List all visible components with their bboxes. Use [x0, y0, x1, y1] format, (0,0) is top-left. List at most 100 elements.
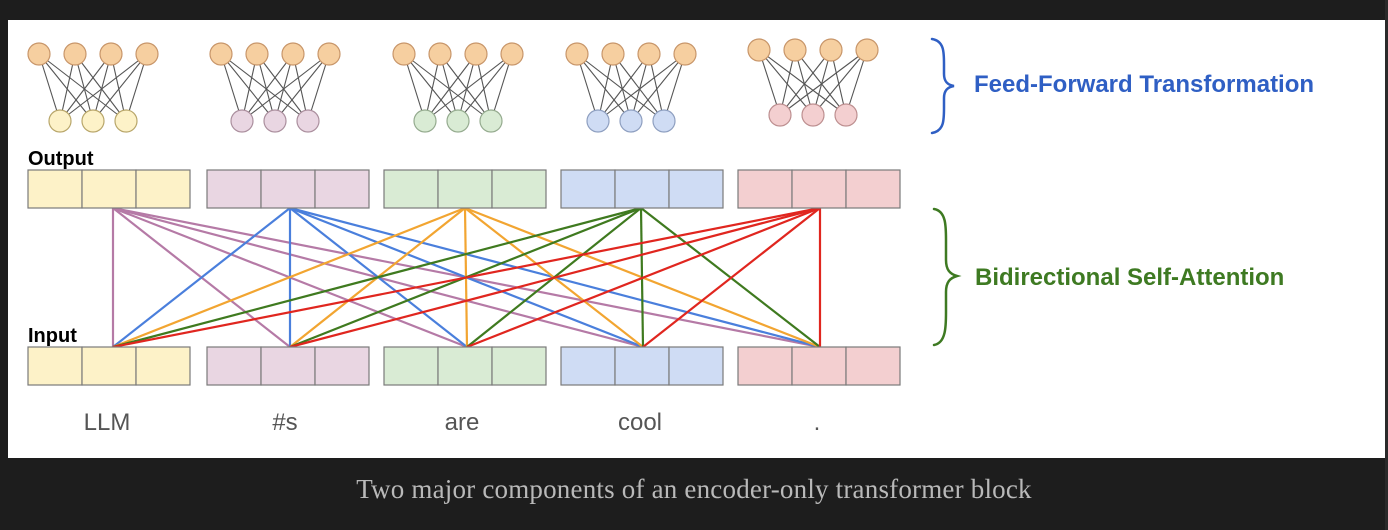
- token-label: LLM: [84, 409, 131, 436]
- ffn-1: [209, 42, 341, 133]
- ffn-connection: [597, 53, 686, 122]
- ffn-connection: [38, 53, 127, 122]
- attention-edge: [112, 206, 466, 349]
- ffn-connection: [576, 53, 665, 122]
- ffn-connection: [758, 49, 847, 116]
- ffn-connection: [424, 53, 477, 122]
- ffn-output-neuron: [819, 38, 843, 62]
- ffn-connection: [812, 49, 868, 116]
- ffn-connection: [597, 53, 650, 122]
- ffn-2: [392, 42, 524, 133]
- attention-edge: [289, 206, 821, 349]
- output-vector-cell: [845, 169, 901, 209]
- ffn-output-neuron: [63, 42, 87, 66]
- ffn-input-neuron: [619, 109, 643, 133]
- ffn-connection: [439, 53, 492, 122]
- token-label: cool: [618, 409, 662, 436]
- output-vector-cell: [437, 169, 493, 209]
- output-vector-cell: [206, 169, 262, 209]
- output-vector-cell: [260, 169, 316, 209]
- ffn-input-neuron: [263, 109, 287, 133]
- output-vector-cell: [737, 169, 793, 209]
- ffn-connection: [125, 53, 148, 122]
- self-attention-brace-icon: [932, 207, 962, 347]
- ffn-output-neuron: [428, 42, 452, 66]
- ffn-output-neuron: [565, 42, 589, 66]
- input-vector-cell: [27, 346, 83, 386]
- ffn-output-neuron: [601, 42, 625, 66]
- input-vector-cell: [845, 346, 901, 386]
- input-vector-cell: [314, 346, 370, 386]
- output-vector-cell: [383, 169, 439, 209]
- ffn-output-neuron: [281, 42, 305, 66]
- ffn-output-neuron: [99, 42, 123, 66]
- ffn-input-neuron: [81, 109, 105, 133]
- ffn-output-neuron: [783, 38, 807, 62]
- self-attention-label: Bidirectional Self-Attention: [975, 264, 1284, 291]
- ffn-connection: [576, 53, 599, 122]
- input-vector-cell: [737, 346, 793, 386]
- ffn-connection: [220, 53, 243, 122]
- output-vector-cell: [135, 169, 191, 209]
- ffn-output-neuron: [673, 42, 697, 66]
- ffn-input-neuron: [48, 109, 72, 133]
- ffn-connection: [74, 53, 127, 122]
- feed-forward-brace-icon: [930, 37, 955, 135]
- output-vector-cell: [314, 169, 370, 209]
- input-vector-cell: [668, 346, 724, 386]
- ffn-connection: [779, 49, 868, 116]
- ffn-connection: [38, 53, 94, 122]
- output-vector-cell: [668, 169, 724, 209]
- attention-edge: [112, 207, 291, 348]
- ffn-output-neuron: [855, 38, 879, 62]
- ffn-0: [27, 42, 159, 133]
- ffn-output-neuron: [245, 42, 269, 66]
- ffn-connection: [241, 53, 330, 122]
- ffn-connection: [424, 53, 513, 122]
- ffn-connection: [38, 53, 61, 122]
- ffn-connection: [92, 53, 148, 122]
- ffn-connection: [779, 49, 832, 116]
- ffn-connection: [403, 53, 426, 122]
- input-vector-cell: [383, 346, 439, 386]
- ffn-connection: [274, 53, 330, 122]
- input-vector-cell: [206, 346, 262, 386]
- output-vector-cell: [614, 169, 670, 209]
- input-vector-cell: [791, 346, 847, 386]
- ffn-connection: [576, 53, 632, 122]
- ffn-connection: [794, 49, 847, 116]
- ffn-connection: [630, 53, 686, 122]
- ffn-output-neuron: [464, 42, 488, 66]
- ffn-input-neuron: [479, 109, 503, 133]
- attention-edge: [112, 206, 642, 349]
- input-vector-cell: [260, 346, 316, 386]
- ffn-input-neuron: [768, 103, 792, 127]
- ffn-output-neuron: [392, 42, 416, 66]
- attention-edge: [642, 207, 821, 348]
- ffn-connection: [403, 53, 459, 122]
- input-vector-cell: [81, 346, 137, 386]
- output-vector-cell: [27, 169, 83, 209]
- input-vector-cell: [135, 346, 191, 386]
- ffn-output-neuron: [317, 42, 341, 66]
- ffn-connection: [59, 53, 148, 122]
- ffn-input-neuron: [834, 103, 858, 127]
- ffn-output-neuron: [135, 42, 159, 66]
- ffn-connection: [59, 53, 112, 122]
- input-vector-cell: [437, 346, 493, 386]
- ffn-input-neuron: [230, 109, 254, 133]
- input-vector-cell: [614, 346, 670, 386]
- ffn-connection: [307, 53, 330, 122]
- output-label: Output: [28, 148, 94, 170]
- ffn-input-neuron: [413, 109, 437, 133]
- ffn-connection: [612, 53, 665, 122]
- ffn-4: [747, 38, 879, 127]
- attention-edge: [466, 206, 821, 349]
- ffn-input-neuron: [296, 109, 320, 133]
- ffn-output-neuron: [747, 38, 771, 62]
- ffn-input-neuron: [801, 103, 825, 127]
- ffn-connection: [457, 53, 513, 122]
- feed-forward-label: Feed-Forward Transformation: [974, 71, 1314, 98]
